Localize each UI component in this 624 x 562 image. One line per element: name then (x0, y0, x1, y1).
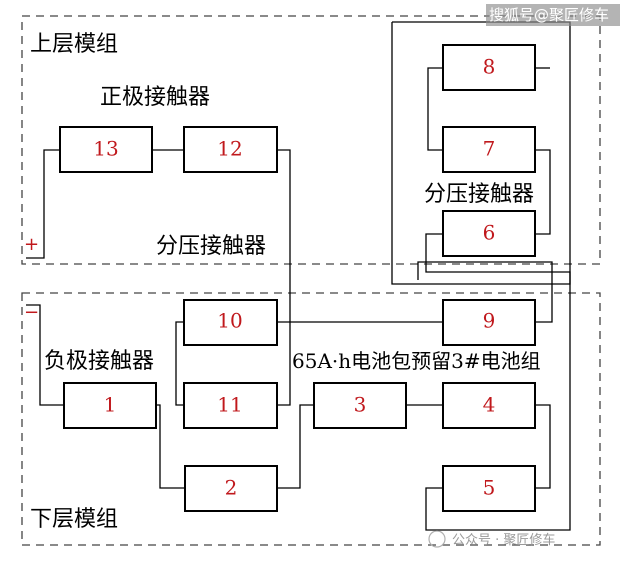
divider-contactor-left-label: 分压接触器 (156, 234, 266, 259)
watermark-bottom: 公众号 · 聚匠修车 (452, 532, 555, 548)
module-label: 8 (483, 55, 496, 79)
watermark-top: 搜狐号@聚匠修车 (489, 6, 609, 24)
watermark-top-bg (486, 4, 620, 26)
module-label: 12 (217, 137, 242, 161)
module-label: 9 (483, 309, 496, 333)
reserved-pack-label: 65A·h电池包预留3#电池组 (292, 349, 541, 373)
positive-terminal-sign: + (24, 234, 39, 255)
module-label: 11 (217, 393, 242, 417)
wires (26, 67, 571, 531)
module-5: 5 (442, 465, 536, 512)
module-10: 10 (183, 299, 278, 346)
lower-module-frame (21, 292, 601, 546)
module-label: 5 (483, 476, 496, 500)
module-12: 12 (183, 126, 278, 173)
module-label: 7 (483, 137, 496, 161)
module-label: 13 (93, 137, 118, 161)
module-3: 3 (313, 382, 407, 429)
negative-contactor-label: 负极接触器 (44, 349, 154, 374)
module-label: 2 (225, 476, 238, 500)
module-label: 1 (104, 393, 117, 417)
upper-module-frame (21, 15, 601, 265)
module-13: 13 (59, 126, 153, 173)
module-11: 11 (183, 382, 278, 429)
divider-contactor-right-label: 分压接触器 (424, 182, 534, 207)
module-4: 4 (442, 382, 536, 429)
module-label: 4 (483, 393, 496, 417)
lower-module-label: 下层模组 (30, 507, 118, 532)
module-label: 6 (483, 221, 496, 245)
positive-contactor-label: 正极接触器 (100, 85, 210, 110)
module-6: 6 (442, 210, 536, 257)
module-9: 9 (442, 299, 536, 346)
module-2: 2 (184, 465, 278, 512)
module-1: 1 (63, 382, 157, 429)
negative-terminal-sign: − (24, 302, 39, 323)
upper-module-label: 上层模组 (30, 32, 118, 57)
wechat-icon (428, 530, 446, 548)
module-8: 8 (442, 44, 536, 91)
module-label: 10 (217, 309, 242, 333)
module-label: 3 (354, 393, 367, 417)
module-7: 7 (442, 126, 536, 173)
